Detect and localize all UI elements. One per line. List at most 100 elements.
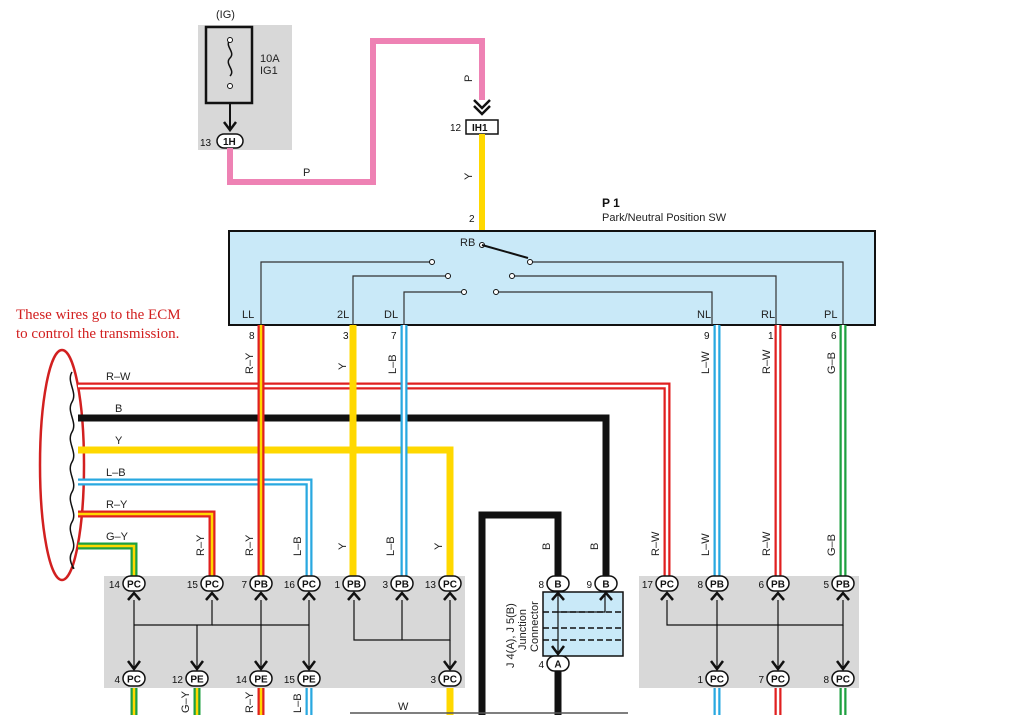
junction-bottom-pin-arrow-icon — [551, 645, 565, 657]
fuse-pin: 13 — [200, 138, 212, 149]
switch-common-label: RB — [460, 237, 475, 249]
connector-ih1: 12 IH1 — [450, 99, 499, 135]
label-r-y-2: R–Y — [244, 534, 256, 556]
wire-b-ecm — [78, 414, 610, 580]
right-top-pin-1-pin: 8 — [697, 580, 703, 591]
svg-text:W: W — [398, 701, 409, 713]
right-top-pin-3-conn: PB — [836, 580, 850, 591]
right-bottom-pin-0-arrow-icon — [710, 660, 724, 672]
left-top-pin-0-pin: 14 — [109, 580, 121, 591]
label-b-2: B — [589, 543, 601, 550]
label-y-2l: Y — [337, 362, 349, 370]
right-bottom-pin-1: PC 7 — [758, 660, 790, 687]
left-top-pin-6-arrow-icon — [443, 591, 457, 601]
svg-text:9: 9 — [704, 331, 710, 342]
svg-text:to control the transmission.: to control the transmission. — [16, 326, 179, 342]
left-top-pin-0-arrow-icon — [127, 591, 141, 601]
wire-y-input: Y 2 — [463, 134, 485, 232]
right-bottom-pin-0: PC 1 — [697, 660, 729, 687]
switch-contact-arm — [481, 244, 529, 259]
ecm-annotation: These wires go to the ECM to control the… — [16, 307, 181, 582]
junction-top-pin-0-arrow-icon — [551, 591, 565, 601]
annotation-circle — [38, 348, 86, 582]
right-top-pin-1-conn: PB — [710, 580, 724, 591]
right-top-pin-0-pin: 17 — [642, 580, 654, 591]
fuse-icon — [227, 39, 233, 77]
label-l-b-dl: L–B — [387, 354, 399, 374]
label-r-y-1: R–Y — [195, 534, 207, 556]
left-bottom-pin-0-pin: 4 — [114, 675, 120, 686]
left-top-pin-1-pin: 15 — [187, 580, 199, 591]
label-y-1: Y — [337, 542, 349, 550]
label-l-w-nl: L–W — [700, 351, 712, 374]
right-top-pin-3: PB 5 — [823, 575, 855, 601]
bundle-label-3: L–B — [106, 467, 126, 479]
right-bottom-pin-2: PC8 — [823, 660, 855, 687]
right-bottom-pin-1-conn: PC — [771, 675, 785, 686]
right-bottom-pin-1-pin: 7 — [758, 675, 764, 686]
label-g-b-pl: G–B — [826, 352, 838, 374]
bundle-break-icon — [69, 371, 75, 569]
left-bottom-pin-1-conn: PE — [190, 675, 204, 686]
left-top-pin-5: PB3 — [382, 575, 414, 601]
left-bottom-pin-2-pin: 14 — [236, 675, 248, 686]
svg-text:IH1: IH1 — [472, 123, 488, 134]
right-top-pin-3-pin: 5 — [823, 580, 829, 591]
label-r-y-ll: R–Y — [244, 352, 256, 374]
left-bottom-pin-4-arrow-icon — [443, 660, 457, 672]
left-top-pin-3: PC 16 — [284, 575, 321, 601]
left-top-pin-6-conn: PC — [443, 580, 457, 591]
left-top-pin-0-conn: PC — [127, 580, 141, 591]
left-top-pin-3-pin: 16 — [284, 580, 296, 591]
left-bottom-pin-2-arrow-icon — [254, 660, 268, 672]
svg-text:These wires go to the ECM: These wires go to the ECM — [16, 307, 181, 323]
left-bottom-pin-1-arrow-icon — [190, 660, 204, 672]
svg-text:6: 6 — [831, 331, 837, 342]
left-bottom-pin-3-conn: PE — [302, 675, 316, 686]
left-bottom-pin-4-conn: PC — [443, 675, 457, 686]
junction-top-pin-0: B8 — [538, 575, 570, 601]
right-top-pin-2-arrow-icon — [771, 591, 785, 601]
left-top-pin-2-arrow-icon — [254, 591, 268, 601]
label-g-y-bottom: G–Y — [180, 690, 192, 713]
left-top-pin-2-pin: 7 — [241, 580, 247, 591]
left-bottom-pin-0: PC4 — [114, 660, 146, 687]
svg-text:Junction: Junction — [517, 609, 529, 650]
svg-text:1: 1 — [768, 331, 774, 342]
left-top-pin-4: PB1 — [334, 575, 366, 601]
fuse-rating: 10A — [260, 53, 280, 65]
right-bottom-pin-0-pin: 1 — [697, 675, 703, 686]
junction-top-pin-1-pin: 9 — [586, 580, 592, 591]
fuse-block: (IG) 10A IG1 13 1H — [198, 9, 292, 150]
junction-top-pin-0-conn: B — [554, 580, 561, 591]
wire-p: P P — [227, 38, 485, 185]
right-top-pin-0-conn: PC — [660, 580, 674, 591]
left-top-pin-4-pin: 1 — [334, 580, 340, 591]
left-bottom-pin-1-pin: 12 — [172, 675, 184, 686]
svg-text:Y: Y — [463, 172, 475, 180]
left-bottom-pin-3-arrow-icon — [302, 660, 316, 672]
switch-out-ll: LL — [242, 309, 254, 321]
left-top-pin-3-conn: PC — [302, 580, 316, 591]
left-top-pin-4-arrow-icon — [347, 591, 361, 601]
wire-w: W — [350, 701, 628, 714]
right-bottom-pin-1-arrow-icon — [771, 660, 785, 672]
left-top-pin-3-arrow-icon — [302, 591, 316, 601]
right-bottom-pin-0-conn: PC — [710, 675, 724, 686]
svg-text:Connector: Connector — [529, 601, 541, 652]
svg-text:8: 8 — [249, 331, 255, 342]
bundle-label-1: B — [115, 403, 122, 415]
right-top-pin-2-conn: PB — [771, 580, 785, 591]
svg-text:P: P — [303, 167, 310, 179]
label-b-1: B — [541, 543, 553, 550]
junction-top-pin-1-conn: B — [602, 580, 609, 591]
left-top-pin-0: PC 14 — [109, 575, 146, 601]
left-bottom-pin-4: PC3 — [430, 660, 462, 687]
label-l-b-2: L–B — [385, 536, 397, 556]
